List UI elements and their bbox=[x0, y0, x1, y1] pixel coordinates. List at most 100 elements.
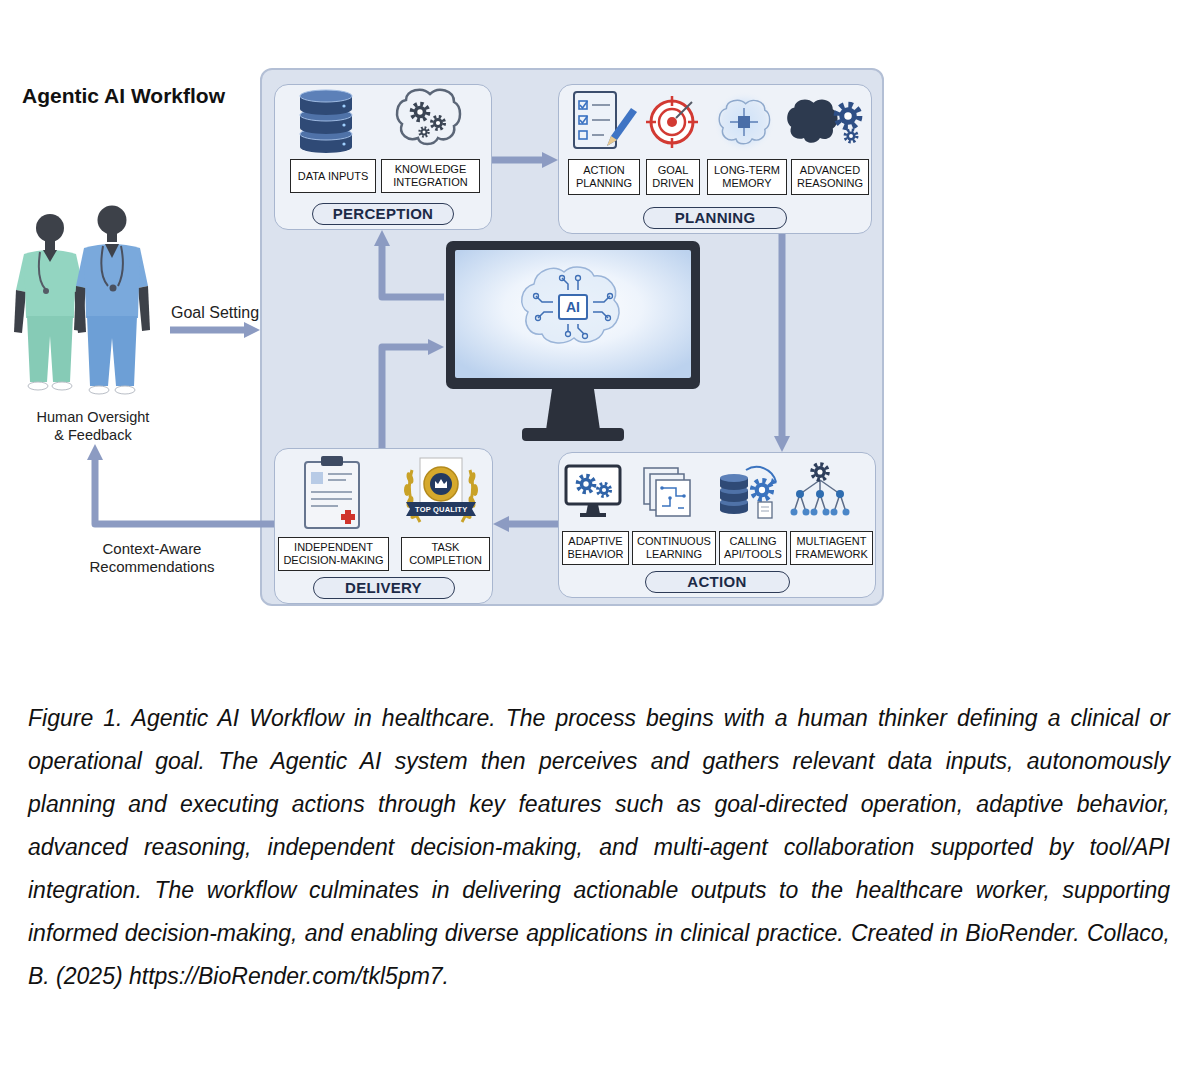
clinician-figures bbox=[16, 254, 30, 292]
database-icon bbox=[300, 115, 352, 134]
computer-monitor: AI bbox=[444, 240, 702, 442]
multiagent-network-icon bbox=[791, 509, 798, 516]
feature-label: CALLING API/TOOLS bbox=[723, 535, 783, 560]
learning-layers-icon bbox=[660, 486, 664, 490]
database-icon bbox=[300, 90, 352, 102]
checklist-icon bbox=[579, 131, 587, 139]
quality-badge-icon bbox=[430, 473, 452, 495]
clipboard-report-icon bbox=[305, 456, 359, 528]
brain-gears-icon bbox=[420, 128, 429, 137]
quality-badge-icon bbox=[404, 458, 478, 522]
clipboard-report-icon bbox=[311, 474, 352, 506]
api-tools-icon bbox=[758, 502, 772, 518]
monitor-shape bbox=[606, 316, 611, 321]
clinician-figures bbox=[107, 232, 117, 242]
database-icon bbox=[300, 96, 352, 115]
feature-label: TASK COMPLETION bbox=[405, 541, 486, 566]
learning-layers-icon bbox=[650, 474, 684, 510]
clinician-figures bbox=[115, 386, 135, 394]
caption-holder: Figure 1. Agentic AI Workflow in healthc… bbox=[28, 697, 1170, 998]
stage-box: ACTION PLANNING GOAL DRIVEN LONG-TERM MEMO… bbox=[558, 84, 872, 234]
feature-label: ADVANCED REASONING bbox=[795, 164, 865, 189]
flow-arrow bbox=[382, 347, 428, 448]
flow-arrow bbox=[509, 521, 558, 528]
feature-label: LONG-TERM MEMORY bbox=[711, 164, 783, 189]
memory-brain-icon bbox=[738, 116, 750, 128]
database-icon bbox=[342, 104, 345, 107]
checklist-icon bbox=[592, 134, 604, 136]
multiagent-network-icon bbox=[823, 509, 830, 516]
monitor-shape bbox=[566, 332, 571, 337]
clipboard-report-icon bbox=[305, 462, 359, 528]
flow-arrow bbox=[170, 327, 244, 334]
clinician-figures bbox=[84, 244, 140, 318]
monitor-shape bbox=[608, 294, 613, 299]
multiagent-network-icon bbox=[811, 509, 818, 516]
clinician-figures bbox=[87, 316, 137, 386]
feature-box: ADAPTIVE BEHAVIOR bbox=[562, 531, 629, 565]
brain-gears-icon bbox=[412, 104, 428, 120]
api-tools-icon bbox=[720, 490, 748, 502]
feature-label: ADAPTIVE BEHAVIOR bbox=[566, 535, 625, 560]
adaptive-monitor-icon bbox=[566, 466, 620, 504]
clinician-figures bbox=[27, 316, 73, 382]
quality-badge-icon bbox=[435, 479, 447, 488]
monitor-shape bbox=[522, 267, 619, 343]
quality-badge-icon bbox=[472, 484, 478, 496]
api-tools-icon bbox=[770, 478, 777, 485]
quality-badge-icon bbox=[461, 507, 473, 520]
clinician-figures bbox=[39, 252, 46, 290]
monitor-shape bbox=[583, 334, 588, 339]
feature-box: ADVANCED REASONING bbox=[791, 159, 869, 195]
feature-label: CONTINUOUS LEARNING bbox=[636, 535, 712, 560]
clinician-figures bbox=[28, 382, 48, 390]
label-holder: TOP QUALITY bbox=[415, 505, 467, 514]
target-icon bbox=[676, 102, 692, 118]
learning-layers-icon bbox=[656, 480, 690, 516]
checklist-icon bbox=[592, 119, 610, 121]
feature-box: INDEPENDENT DECISION-MAKING bbox=[278, 537, 389, 571]
adaptive-monitor-icon bbox=[566, 466, 620, 517]
feature-box: DATA INPUTS bbox=[290, 159, 376, 193]
clinician-figures bbox=[70, 254, 84, 292]
feature-box: ACTION PLANNING bbox=[568, 159, 640, 195]
learning-layers-icon bbox=[668, 496, 672, 500]
monitor-shape bbox=[560, 276, 565, 281]
reasoning-icon bbox=[837, 105, 860, 128]
memory-brain-icon bbox=[713, 91, 775, 153]
feature-box: GOAL DRIVEN bbox=[646, 159, 700, 195]
api-tools-icon bbox=[761, 507, 769, 511]
stage-label: PERCEPTION bbox=[312, 203, 454, 225]
badge-ribbon-text: TOP QUALITY bbox=[415, 505, 467, 514]
edge-label-holder: Goal Setting bbox=[171, 303, 259, 322]
feature-label: GOAL DRIVEN bbox=[650, 164, 696, 189]
api-tools-icon bbox=[720, 502, 748, 514]
api-tools-icon bbox=[753, 481, 772, 500]
clinician-figures bbox=[43, 288, 49, 294]
quality-badge-icon bbox=[406, 502, 476, 516]
adaptive-monitor-icon bbox=[598, 484, 611, 497]
quality-badge-icon bbox=[405, 471, 415, 484]
figure-caption: Figure 1. Agentic AI Workflow in healthc… bbox=[28, 697, 1170, 998]
reasoning-icon bbox=[845, 130, 857, 142]
clipboard-report-icon bbox=[321, 456, 343, 466]
target-icon bbox=[651, 101, 693, 143]
adaptive-monitor-icon bbox=[586, 504, 600, 514]
edge-label: Context-Aware Recommendations bbox=[67, 540, 237, 576]
stage-box: DATA INPUTSKNOWLEDGE INTEGRATION PERCEPTI… bbox=[274, 84, 492, 230]
quality-badge-icon bbox=[424, 467, 458, 501]
feature-box: KNOWLEDGE INTEGRATION bbox=[381, 159, 480, 193]
clinician-figures bbox=[74, 290, 86, 333]
clinician-figures bbox=[14, 290, 26, 333]
stage-label: PLANNING bbox=[643, 207, 787, 229]
api-tools-icon bbox=[720, 486, 748, 494]
memory-brain-icon bbox=[730, 108, 758, 136]
clinician-figures bbox=[101, 246, 123, 286]
clinician-figures bbox=[138, 286, 150, 331]
quality-badge-icon bbox=[409, 470, 420, 522]
monitor-shape bbox=[546, 389, 600, 430]
multiagent-network-icon bbox=[794, 480, 846, 512]
quality-badge-icon bbox=[409, 507, 421, 520]
